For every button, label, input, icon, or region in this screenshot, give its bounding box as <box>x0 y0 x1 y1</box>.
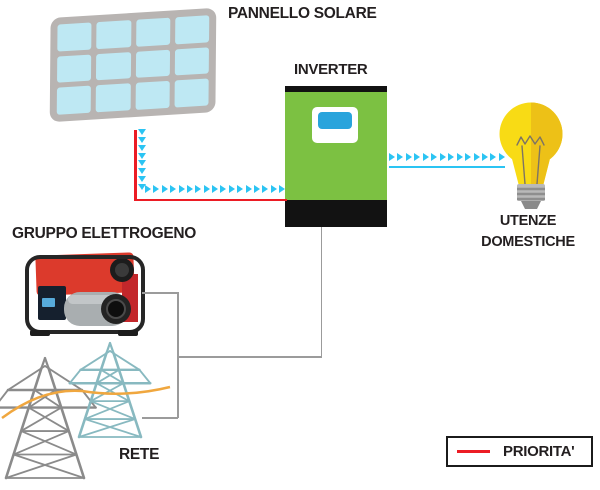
solar-cell <box>135 17 171 47</box>
flow-arrowhead-icon <box>465 153 472 161</box>
priority-legend: PRIORITA' <box>446 436 593 467</box>
power-wire <box>1 385 171 420</box>
inverter-display <box>312 107 358 143</box>
flow-arrowhead-icon <box>490 153 497 161</box>
flow-arrowhead-icon <box>228 184 235 193</box>
solar-cell <box>174 15 210 45</box>
solar-cell <box>95 83 131 113</box>
pv-priority-line-horizontal <box>134 198 287 201</box>
flow-arrowhead-icon <box>138 160 146 167</box>
power-towers-icon <box>0 341 171 480</box>
inverter-label: INVERTER <box>294 61 368 78</box>
solar-cell <box>56 85 92 115</box>
flow-arrowhead-icon <box>212 184 218 193</box>
generator-icon <box>25 252 145 336</box>
loads-label-line1: UTENZE <box>499 213 557 229</box>
connection-line-inverter-drop <box>320 227 322 357</box>
flow-arrowhead-icon <box>498 153 505 161</box>
grid-label: RETE <box>119 446 160 463</box>
solar-cell <box>174 46 209 76</box>
flow-arrowhead-icon <box>262 184 269 193</box>
legend-priority-swatch <box>457 450 490 453</box>
connection-line-bus <box>177 292 179 418</box>
legend-priority-label: PRIORITA' <box>503 443 575 460</box>
flow-arrowhead-icon <box>439 153 446 161</box>
inverter-loads-flow-line <box>389 165 505 168</box>
solar-cell <box>96 20 131 49</box>
generator-label: GRUPPO ELETTROGENO <box>12 225 197 242</box>
inverter-top-trim <box>285 86 387 92</box>
flow-arrowhead-icon <box>138 176 146 183</box>
solar-panel-icon <box>49 7 217 123</box>
flow-arrowhead-icon <box>253 184 260 193</box>
pv-priority-line-vertical <box>134 130 137 201</box>
solar-panel-label: PANNELLO SOLARE <box>228 5 377 22</box>
flow-arrowhead-icon <box>138 183 146 190</box>
flow-arrowhead-icon <box>138 168 146 175</box>
flow-arrowhead-icon <box>431 153 438 161</box>
flow-arrowhead-icon <box>170 184 177 193</box>
flow-arrowhead-icon <box>473 153 480 161</box>
loads-label: UTENZE DOMESTICHE <box>467 211 589 253</box>
loads-label-line2: DOMESTICHE <box>481 234 575 250</box>
flow-arrowhead-icon <box>178 184 185 193</box>
solar-cell <box>174 78 209 108</box>
flow-arrowhead-icon <box>161 184 168 193</box>
pv-flow-arrows-vertical <box>138 129 146 190</box>
inverter-icon <box>285 86 387 227</box>
light-bulb-icon <box>499 102 563 209</box>
inverter-loads-flow-arrows <box>389 153 505 161</box>
flow-arrowhead-icon <box>153 184 160 193</box>
flow-arrowhead-icon <box>138 152 146 159</box>
flow-arrowhead-icon <box>389 153 395 161</box>
flow-arrowhead-icon <box>138 144 146 151</box>
flow-arrowhead-icon <box>405 153 412 161</box>
solar-cell <box>135 49 170 79</box>
flow-arrowhead-icon <box>220 184 227 193</box>
flow-arrowhead-icon <box>245 184 252 193</box>
inverter-bottom-trim <box>285 200 387 227</box>
flow-arrowhead-icon <box>422 153 429 161</box>
flow-arrowhead-icon <box>270 184 277 193</box>
flow-arrowhead-icon <box>237 184 244 193</box>
flow-arrowhead-icon <box>456 153 463 161</box>
connection-line-mid <box>177 356 322 358</box>
flow-arrowhead-icon <box>448 153 455 161</box>
inverter-screen <box>318 112 352 129</box>
flow-arrowhead-icon <box>195 184 202 193</box>
flow-arrowhead-icon <box>203 184 210 193</box>
flow-arrowhead-icon <box>397 153 404 161</box>
pv-flow-arrows-horizontal <box>145 184 285 193</box>
flow-arrowhead-icon <box>414 153 421 161</box>
solar-cell <box>57 22 92 52</box>
connection-line-generator <box>142 292 178 294</box>
flow-arrowhead-icon <box>481 153 488 161</box>
flow-arrowhead-icon <box>145 184 151 193</box>
solar-cell <box>57 54 92 83</box>
flow-arrowhead-icon <box>279 184 285 193</box>
flow-arrowhead-icon <box>138 129 146 135</box>
solar-cell <box>135 81 170 110</box>
connection-line-grid <box>142 417 178 419</box>
solar-cell <box>96 51 131 81</box>
flow-arrowhead-icon <box>138 136 146 143</box>
flow-arrowhead-icon <box>186 184 193 193</box>
